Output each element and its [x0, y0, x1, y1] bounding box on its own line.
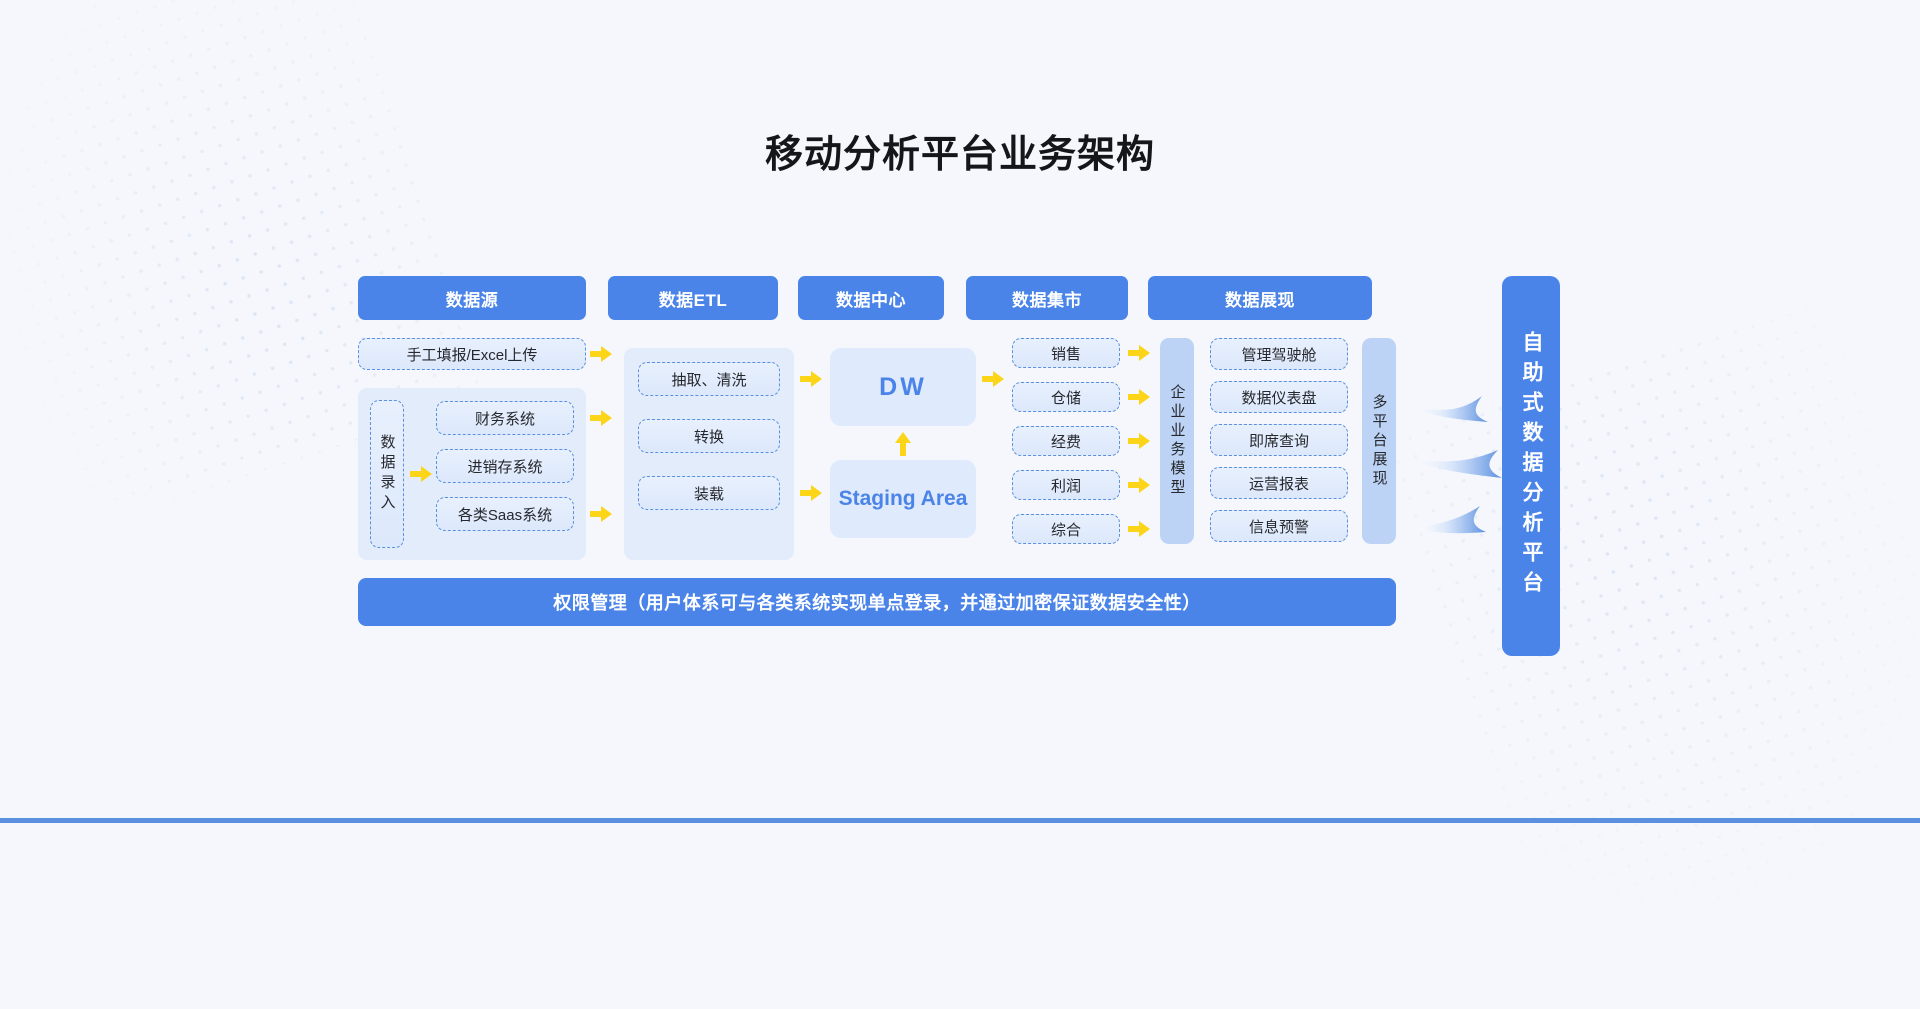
datacenter-dw-box[interactable]: DW — [830, 348, 976, 426]
arrow-saas-to-load — [590, 506, 612, 522]
etl-step-load-chip[interactable]: 装载 — [638, 476, 780, 510]
presentation-adhoc-query-chip[interactable]: 即席查询 — [1210, 424, 1348, 456]
arrow-sales-to-model — [1128, 345, 1150, 361]
datacenter-staging-box[interactable]: Staging Area — [830, 460, 976, 538]
column-header-data-etl[interactable]: 数据ETL — [608, 276, 778, 320]
mart-sales-chip[interactable]: 销售 — [1012, 338, 1120, 368]
etl-step-transform-chip[interactable]: 转换 — [638, 419, 780, 453]
presentation-info-alert-chip[interactable]: 信息预警 — [1210, 510, 1348, 542]
mart-expense-chip[interactable]: 经费 — [1012, 426, 1120, 456]
diagram-body: 手工填报/Excel上传 数据录入 财务系统 进销存系统 各类Saas系统 抽取… — [358, 338, 1396, 560]
source-data-entry-bar[interactable]: 数据录入 — [370, 400, 404, 548]
column-header-data-presentation[interactable]: 数据展现 — [1148, 276, 1372, 320]
arrow-load-to-staging — [800, 485, 822, 501]
enterprise-business-model-bar[interactable]: 企业业务模型 — [1160, 338, 1194, 544]
source-system-saas-chip[interactable]: 各类Saas系统 — [436, 497, 574, 531]
source-system-erp-chip[interactable]: 进销存系统 — [436, 449, 574, 483]
gradient-arrows-to-platform — [1410, 396, 1502, 534]
presentation-operation-report-chip[interactable]: 运营报表 — [1210, 467, 1348, 499]
etl-step-extract-chip[interactable]: 抽取、清洗 — [638, 362, 780, 396]
column-header-data-mart[interactable]: 数据集市 — [966, 276, 1128, 320]
arrow-expense-to-model — [1128, 433, 1150, 449]
arrow-staging-to-dw — [895, 432, 911, 456]
source-system-finance-chip[interactable]: 财务系统 — [436, 401, 574, 435]
architecture-diagram: 数据源 数据ETL 数据中心 数据集市 数据展现 手工填报/Excel上传 数据… — [358, 276, 1562, 656]
arrow-warehouse-to-model — [1128, 389, 1150, 405]
arrow-extract-to-dw — [800, 371, 822, 387]
column-header-data-center[interactable]: 数据中心 — [798, 276, 944, 320]
multiplatform-presentation-bar[interactable]: 多平台展现 — [1362, 338, 1396, 544]
arrow-finance-to-extract — [590, 410, 612, 426]
arrow-manual-to-extract — [590, 346, 612, 362]
arrow-comprehensive-to-model — [1128, 521, 1150, 537]
arrow-dw-to-mart — [982, 371, 1004, 387]
source-manual-upload-chip[interactable]: 手工填报/Excel上传 — [358, 338, 586, 370]
mart-profit-chip[interactable]: 利润 — [1012, 470, 1120, 500]
column-header-row: 数据源 数据ETL 数据中心 数据集市 数据展现 — [358, 276, 1396, 320]
column-header-data-source[interactable]: 数据源 — [358, 276, 586, 320]
page-title: 移动分析平台业务架构 — [764, 134, 1155, 176]
bottom-accent-rule — [0, 818, 1920, 823]
permission-management-bar[interactable]: 权限管理（用户体系可与各类系统实现单点登录，并通过加密保证数据安全性） — [358, 578, 1396, 626]
mart-warehouse-chip[interactable]: 仓储 — [1012, 382, 1120, 412]
arrow-profit-to-model — [1128, 477, 1150, 493]
self-service-platform-pill[interactable]: 自助式数据分析平台 — [1502, 276, 1560, 656]
presentation-dashboard-cockpit-chip[interactable]: 管理驾驶舱 — [1210, 338, 1348, 370]
presentation-data-dashboard-chip[interactable]: 数据仪表盘 — [1210, 381, 1348, 413]
mart-comprehensive-chip[interactable]: 综合 — [1012, 514, 1120, 544]
arrow-entry-to-systems — [410, 466, 432, 482]
